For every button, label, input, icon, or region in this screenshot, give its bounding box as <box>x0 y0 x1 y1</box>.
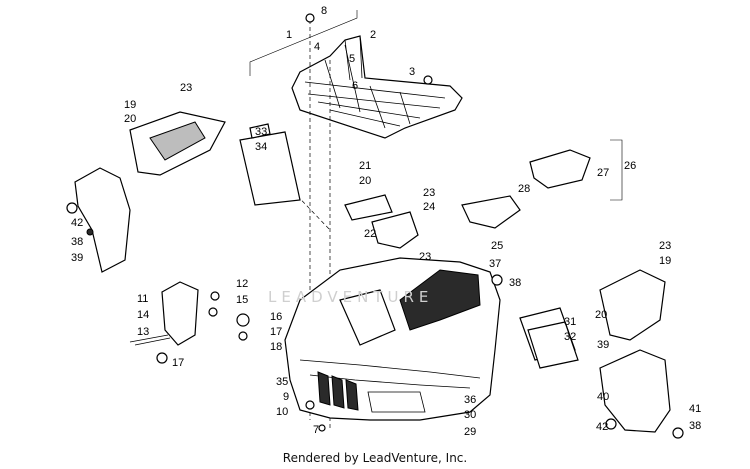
callout-2: 2 <box>370 29 377 41</box>
panel-25 <box>461 195 521 229</box>
screw-38 <box>86 228 94 236</box>
nut-17b <box>238 331 248 341</box>
callout-1: 1 <box>286 29 293 41</box>
washer-15 <box>208 307 218 317</box>
callout-21: 21 <box>359 160 372 172</box>
callout-32: 32 <box>564 331 577 343</box>
front-body <box>284 257 501 421</box>
callout-23d: 23 <box>659 240 672 252</box>
callout-35: 35 <box>276 376 289 388</box>
callout-23b: 23 <box>423 187 436 199</box>
callout-36: 36 <box>464 394 477 406</box>
callout-39a: 39 <box>71 252 84 264</box>
washer-10 <box>305 400 315 410</box>
callout-30: 30 <box>464 409 477 421</box>
grommet-42 <box>66 202 78 214</box>
screw-38c <box>491 274 503 286</box>
callout-5: 5 <box>349 53 356 65</box>
bolt-12 <box>210 291 220 301</box>
callout-9: 9 <box>283 391 290 403</box>
group-bracket-1 <box>249 10 358 76</box>
screw-38b <box>672 427 684 439</box>
callout-38b: 38 <box>509 277 522 289</box>
callout-16: 16 <box>270 311 283 323</box>
center-panel-21 <box>344 194 393 221</box>
nut-17 <box>156 352 168 364</box>
callout-41: 41 <box>689 403 702 415</box>
callout-20c: 20 <box>595 309 608 321</box>
screw-7 <box>318 424 326 432</box>
callout-8: 8 <box>321 5 328 17</box>
callout-23a: 23 <box>180 82 193 94</box>
callout-15: 15 <box>236 294 249 306</box>
right-side-panel <box>599 269 666 341</box>
left-panel-inset <box>149 121 206 161</box>
callout-18: 18 <box>270 341 283 353</box>
callout-34: 34 <box>255 141 268 153</box>
decal-34 <box>249 123 271 139</box>
callout-17a: 17 <box>270 326 283 338</box>
callout-17b: 17 <box>172 357 185 369</box>
callout-19a: 19 <box>124 99 137 111</box>
bolt-8 <box>305 13 315 23</box>
callout-23c: 23 <box>419 251 432 263</box>
callout-28: 28 <box>518 183 531 195</box>
callout-40: 40 <box>597 391 610 403</box>
watermark-text: LEADVENTURE <box>268 288 434 306</box>
callout-4: 4 <box>314 41 321 53</box>
callout-14: 14 <box>137 309 150 321</box>
group-bracket-26 <box>610 139 623 201</box>
callout-24: 24 <box>423 201 436 213</box>
decal-33 <box>239 131 301 206</box>
callout-11: 11 <box>137 293 149 305</box>
callout-12: 12 <box>236 278 249 290</box>
cap-3 <box>423 75 433 85</box>
grommet-42b <box>605 418 617 430</box>
callout-22: 22 <box>364 228 377 240</box>
callout-25: 25 <box>491 240 504 252</box>
callout-10: 10 <box>276 406 289 418</box>
callout-20b: 20 <box>359 175 372 187</box>
callout-20a: 20 <box>124 113 137 125</box>
left-mudguard <box>74 167 131 273</box>
callout-26: 26 <box>624 160 637 172</box>
spring-13 <box>129 334 171 346</box>
callout-33: 33 <box>255 126 268 138</box>
credit-line: Rendered by LeadVenture, Inc. <box>282 451 468 465</box>
headlight-bezel <box>161 281 199 346</box>
front-rack <box>291 35 463 139</box>
callout-27: 27 <box>597 167 610 179</box>
callout-31: 31 <box>564 316 577 328</box>
callout-29: 29 <box>464 426 477 438</box>
callout-19b: 19 <box>659 255 672 267</box>
callout-37: 37 <box>489 258 502 270</box>
callout-42b: 42 <box>596 421 609 433</box>
callout-38a: 38 <box>71 236 84 248</box>
callout-38c: 38 <box>689 420 702 432</box>
callout-3: 3 <box>409 66 416 78</box>
callout-6: 6 <box>352 80 359 92</box>
callout-39b: 39 <box>597 339 610 351</box>
cover-28 <box>529 149 591 189</box>
callout-42a: 42 <box>71 217 84 229</box>
callout-13: 13 <box>137 326 150 338</box>
grommet-18 <box>236 313 250 327</box>
bracket-24 <box>371 211 419 249</box>
decal-32 <box>527 321 579 369</box>
callout-7: 7 <box>313 424 320 436</box>
right-mudguard <box>599 349 671 433</box>
